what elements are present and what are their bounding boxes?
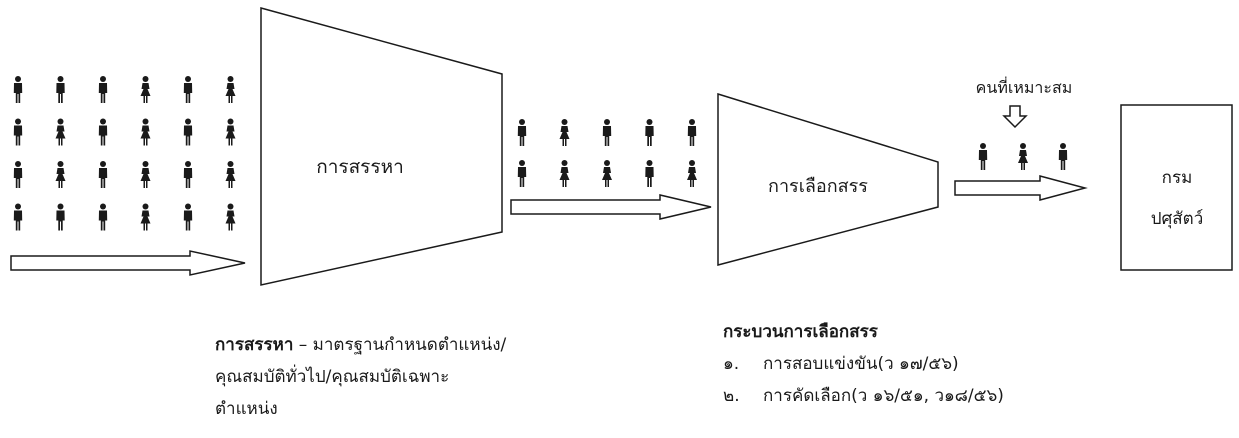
shortlisted-group <box>517 119 697 187</box>
woman-icon <box>687 160 697 187</box>
man-icon <box>183 203 193 231</box>
man-icon <box>13 203 23 231</box>
man-icon <box>1058 143 1068 170</box>
down-arrow-icon <box>1002 105 1028 129</box>
woman-icon <box>140 161 151 188</box>
department-name-line2: ปศุสัตว์ <box>1151 209 1204 229</box>
man-icon <box>13 161 23 188</box>
man-icon <box>98 203 108 231</box>
man-icon <box>98 118 108 146</box>
man-icon <box>517 119 527 146</box>
flow-arrow-3 <box>954 175 1088 201</box>
man-icon <box>517 160 527 187</box>
recruit-caption-title: การสรรหา <box>215 335 294 355</box>
woman-icon <box>559 160 570 187</box>
man-icon <box>98 161 108 188</box>
man-icon <box>183 76 193 103</box>
selection-caption: กระบวนการเลือกสรร ๑. การสอบแข่งขัน(ว ๑๗/๕… <box>723 316 1004 412</box>
man-icon <box>13 118 23 146</box>
woman-icon <box>225 118 236 146</box>
woman-icon <box>225 203 236 231</box>
recruit-caption-line1: การสรรหา – มาตรฐานกำหนดตำแหน่ง/ <box>215 329 506 361</box>
suitable-person-label: คนที่เหมาะสม <box>976 76 1073 97</box>
selection-funnel-label: การเลือกสรร <box>768 176 868 197</box>
department-name-line1: กรม <box>1162 168 1193 188</box>
recruit-funnel-label: การสรรหา <box>316 156 404 178</box>
man-icon <box>56 76 65 103</box>
selection-caption-title: กระบวนการเลือกสรร <box>723 322 878 342</box>
woman-icon <box>559 119 570 146</box>
recruit-caption-line2: คุณสมบัติทั่วไป/คุณสมบัติเฉพาะ <box>215 367 450 387</box>
man-icon <box>645 119 654 146</box>
flow-arrow-2 <box>510 194 712 220</box>
man-icon <box>183 161 193 188</box>
selection-item-1-text: การสอบแข่งขัน(ว ๑๗/๕๖) <box>763 354 959 374</box>
selection-funnel <box>717 92 939 266</box>
recruit-caption: การสรรหา – มาตรฐานกำหนดตำแหน่ง/ คุณสมบัต… <box>215 329 506 425</box>
recruit-caption-line3: ตำแหน่ง <box>215 399 278 419</box>
department-box <box>1120 104 1233 271</box>
man-icon <box>13 76 23 103</box>
woman-icon <box>140 203 151 231</box>
woman-icon <box>225 161 236 188</box>
selection-item-2-number: ๒. <box>723 386 740 406</box>
selection-item-1: ๑. การสอบแข่งขัน(ว ๑๗/๕๖) <box>723 348 1004 380</box>
flow-arrow-1 <box>10 250 246 276</box>
selection-item-2-text: การคัดเลือก(ว ๑๖/๕๑, ว๑๘/๕๖) <box>763 386 1004 406</box>
selected-group <box>978 143 1068 170</box>
woman-icon <box>225 76 236 103</box>
recruit-caption-standard: – มาตรฐานกำหนดตำแหน่ง/ <box>293 335 507 355</box>
man-icon <box>687 119 697 146</box>
woman-icon <box>55 118 66 146</box>
man-icon <box>602 119 612 146</box>
man-icon <box>978 143 988 170</box>
man-icon <box>98 76 108 103</box>
woman-icon <box>140 118 151 146</box>
man-icon <box>645 160 654 187</box>
selection-item-2: ๒. การคัดเลือก(ว ๑๖/๕๑, ว๑๘/๕๖) <box>723 380 1004 412</box>
woman-icon <box>55 161 66 188</box>
recruit-funnel <box>260 7 503 286</box>
selection-item-1-number: ๑. <box>723 354 740 374</box>
man-icon <box>183 118 193 146</box>
woman-icon <box>140 76 151 103</box>
woman-icon <box>602 160 612 187</box>
woman-icon <box>1018 143 1028 170</box>
applicant-crowd <box>13 76 236 231</box>
man-icon <box>56 203 65 231</box>
